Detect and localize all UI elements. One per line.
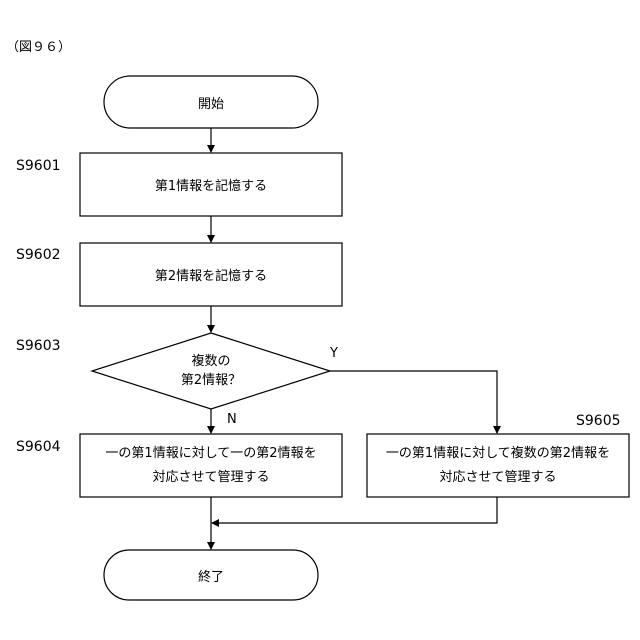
s9601-text: 第1情報を記憶する	[80, 153, 342, 216]
step-label-s9604: S9604	[16, 439, 61, 455]
s9602-text: 第2情報を記憶する	[80, 243, 342, 306]
connector-s9605-to-merge	[212, 497, 497, 523]
start-label: 開始	[198, 93, 224, 112]
figure-label: （図９６）	[6, 36, 71, 55]
s9605-text: 一の第1情報に対して複数の第2情報を 対応させて管理する	[367, 434, 629, 497]
step-label-s9603: S9603	[16, 338, 61, 354]
decision-label-line1: 複数の	[191, 352, 230, 371]
s9601-label: 第1情報を記憶する	[155, 175, 267, 194]
end-text: 終了	[104, 550, 318, 600]
step-label-s9602: S9602	[16, 247, 61, 263]
connector-s9603-yes	[330, 371, 497, 433]
decision-label-line2: 第2情報？	[181, 371, 241, 390]
s9605-label-line1: 一の第1情報に対して複数の第2情報を	[386, 442, 610, 466]
s9602-label: 第2情報を記憶する	[155, 265, 267, 284]
s9604-label-line1: 一の第1情報に対して一の第2情報を	[105, 442, 316, 466]
s9604-label-line2: 対応させて管理する	[152, 466, 269, 490]
branch-label-no: N	[227, 412, 237, 427]
s9605-label-line2: 対応させて管理する	[439, 466, 556, 490]
start-text: 開始	[104, 76, 318, 128]
end-label: 終了	[198, 566, 224, 585]
step-label-s9605: S9605	[576, 413, 621, 429]
step-label-s9601: S9601	[16, 158, 61, 174]
branch-label-yes: Y	[330, 346, 338, 361]
decision-text: 複数の 第2情報？	[131, 351, 291, 391]
s9604-text: 一の第1情報に対して一の第2情報を 対応させて管理する	[80, 434, 342, 497]
